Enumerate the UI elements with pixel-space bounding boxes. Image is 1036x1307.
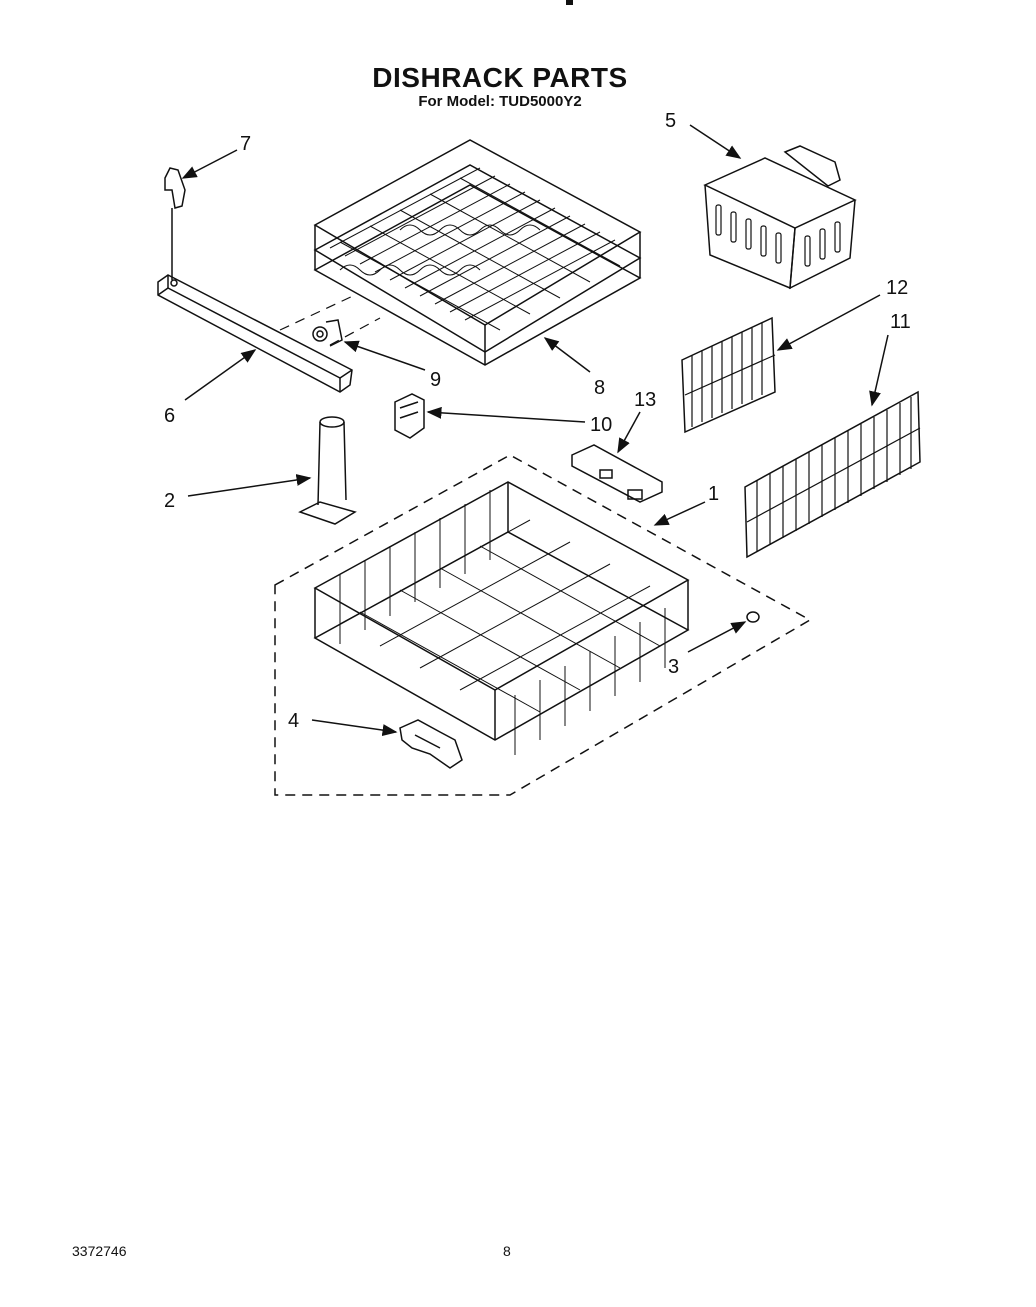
part-7-track-stop <box>164 167 186 280</box>
top-mark <box>566 0 573 5</box>
callout-10: 10 <box>590 414 612 436</box>
part-4-rack-cap <box>399 719 463 769</box>
part-10-rack-adjuster <box>394 393 425 439</box>
callout-13: 13 <box>634 389 656 411</box>
page-title: DISHRACK PARTS <box>372 62 628 93</box>
callout-6: 6 <box>164 405 175 427</box>
callout-9: 9 <box>430 369 441 391</box>
page-number: 8 <box>503 1243 511 1259</box>
callout-8: 8 <box>594 377 605 399</box>
part-11-shelf <box>744 390 921 559</box>
callout-labels: 7 5 12 11 9 8 6 10 13 2 1 3 4 <box>164 110 911 732</box>
document-number: 3372746 <box>72 1243 127 1259</box>
part-5-silverware-basket <box>703 145 857 290</box>
callout-2: 2 <box>164 490 175 512</box>
callout-11: 11 <box>890 311 911 333</box>
part-12-shelf <box>681 316 776 434</box>
part-9-roller <box>312 319 343 347</box>
callout-7: 7 <box>240 133 251 155</box>
callout-1: 1 <box>708 483 719 505</box>
part-2-wash-tower <box>298 416 357 525</box>
upper-assembly-link <box>279 294 381 346</box>
callout-3: 3 <box>668 656 679 678</box>
part-13-bumper <box>571 444 663 503</box>
callout-12: 12 <box>886 277 908 299</box>
part-8-upper-dishrack <box>313 139 642 366</box>
lower-rack-assembly-outline <box>274 454 812 796</box>
callout-5: 5 <box>665 110 676 132</box>
callout-4: 4 <box>288 710 299 732</box>
part-1-lower-dishrack <box>313 481 690 755</box>
part-6-track <box>157 274 353 393</box>
part-3-rack-wheel <box>746 611 760 623</box>
model-subtitle: For Model: TUD5000Y2 <box>418 93 582 110</box>
leader-arrows <box>181 124 889 737</box>
